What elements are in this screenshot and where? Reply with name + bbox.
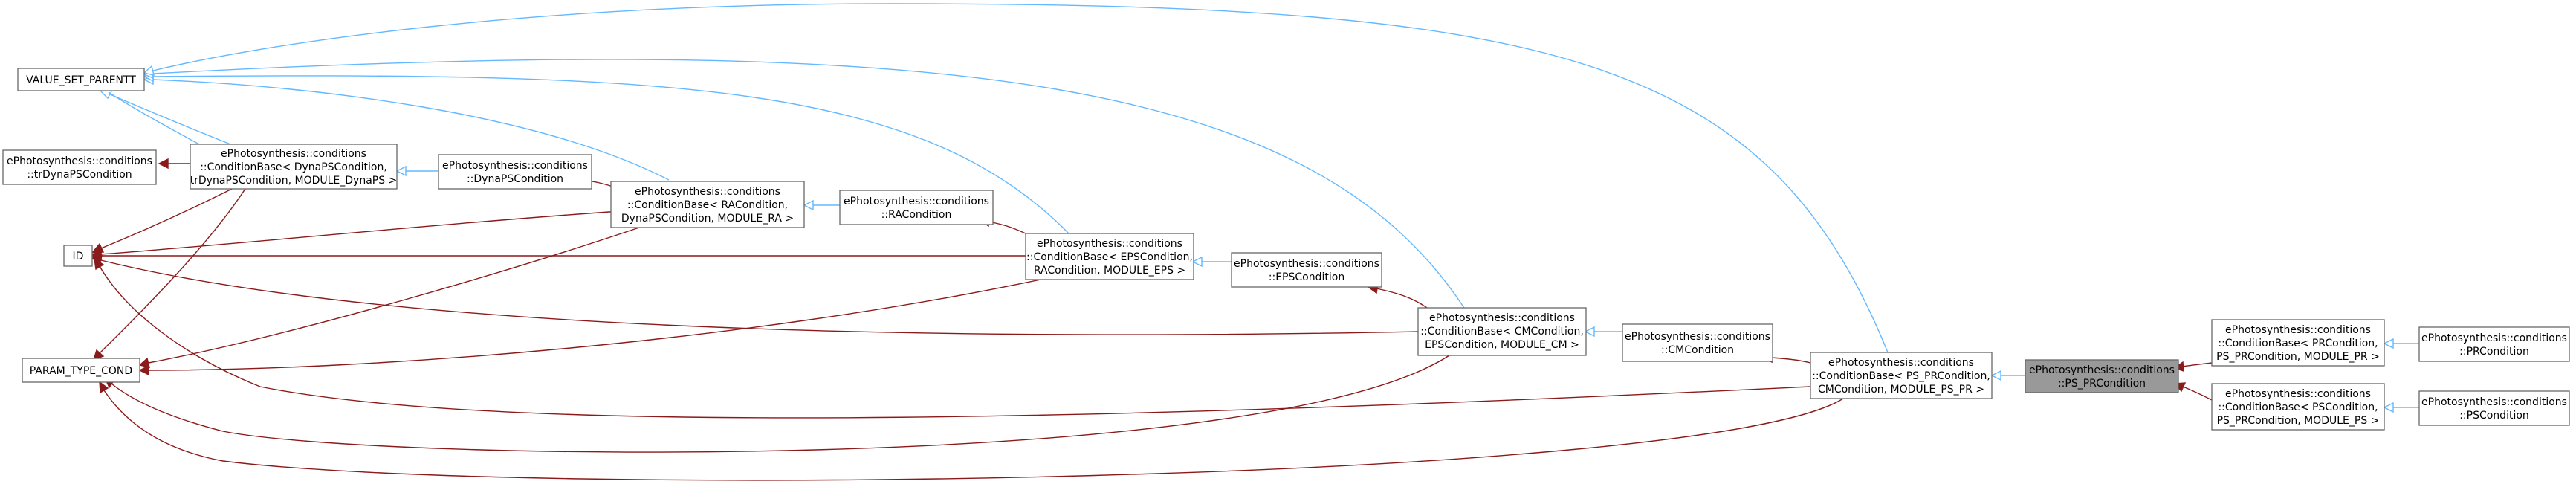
edge-condbase-dynaps-to-id — [91, 188, 233, 254]
node-cm-condition[interactable]: ePhotosynthesis::conditions ::CMConditio… — [1622, 323, 1773, 362]
node-value-set-parentt[interactable]: VALUE_SET_PARENTT — [17, 68, 145, 91]
node-label: ::ConditionBase< PSCondition, — [2218, 402, 2378, 413]
node-ra-condition[interactable]: ePhotosynthesis::conditions ::RAConditio… — [839, 190, 994, 225]
node-label: ePhotosynthesis::conditions — [1828, 357, 1974, 369]
node-label: ePhotosynthesis::conditions — [221, 148, 366, 160]
node-pr-condition[interactable]: ePhotosynthesis::conditions ::PRConditio… — [2418, 326, 2570, 362]
node-label: ePhotosynthesis::conditions — [2225, 324, 2371, 336]
edge-condbase-dynaps-to-param-type-cond — [92, 188, 246, 361]
node-tr-dyna-ps-condition[interactable]: ePhotosynthesis::conditions ::trDynaPSCo… — [2, 149, 157, 185]
node-eps-condition[interactable]: ePhotosynthesis::conditions ::EPSConditi… — [1231, 252, 1382, 288]
edge-condbase-pr-to-ps-pr-condition — [2173, 361, 2213, 372]
edge-cm-condition-to-condbase-cm — [1584, 326, 1622, 338]
node-label: ePhotosynthesis::conditions — [2421, 332, 2567, 344]
edge-pr-condition-to-condbase-pr — [2383, 338, 2419, 349]
node-label: ::RACondition — [881, 209, 952, 221]
node-label: ePhotosynthesis::conditions — [844, 196, 989, 207]
edge-ps-condition-to-condbase-ps — [2383, 402, 2419, 413]
node-label: ID — [73, 251, 84, 262]
node-label: CMCondition, MODULE_PS_PR > — [1818, 384, 1984, 396]
node-label: ::ConditionBase< EPSCondition, — [1026, 251, 1193, 263]
node-label: ePhotosynthesis::conditions — [7, 155, 152, 167]
node-label: EPSCondition, MODULE_CM > — [1425, 339, 1579, 351]
node-label: ePhotosynthesis::conditions — [1429, 312, 1575, 324]
node-label: ::PSCondition — [2459, 410, 2529, 422]
edge-condbase-ps-pr-to-param-type-cond — [99, 381, 1844, 481]
node-label: ePhotosynthesis::conditions — [635, 186, 780, 198]
edge-condbase-eps-to-id — [91, 250, 1026, 262]
edge-condbase-ps-pr-to-value-set-parentt — [143, 3, 1889, 353]
node-label: ePhotosynthesis::conditions — [1625, 331, 1770, 343]
edge-condbase-cm-to-id — [91, 255, 1419, 335]
node-condbase-pr[interactable]: ePhotosynthesis::conditions ::ConditionB… — [2211, 319, 2385, 367]
node-label: ::PRCondition — [2459, 346, 2529, 358]
node-ps-pr-condition[interactable]: ePhotosynthesis::conditions ::PS_PRCondi… — [2025, 359, 2179, 393]
edge-condbase-cm-to-eps-condition — [1367, 283, 1428, 309]
edge-eps-condition-to-condbase-eps — [1191, 256, 1232, 268]
node-label: ::ConditionBase< PRCondition, — [2218, 338, 2378, 349]
node-label: VALUE_SET_PARENTT — [26, 74, 136, 86]
node-condbase-ps[interactable]: ePhotosynthesis::conditions ::ConditionB… — [2211, 383, 2385, 431]
node-label: ePhotosynthesis::conditions — [2421, 396, 2567, 408]
node-label: ::ConditionBase< PS_PRCondition, — [1812, 370, 1990, 382]
node-label: ::ConditionBase< DynaPSCondition, — [200, 161, 387, 173]
edge-condbase-dynaps-to-value-set-parentt — [98, 89, 231, 145]
node-label: ::DynaPSCondition — [467, 173, 563, 185]
node-label: PS_PRCondition, MODULE_PR > — [2216, 351, 2380, 363]
node-condbase-cm[interactable]: ePhotosynthesis::conditions ::ConditionB… — [1417, 307, 1587, 356]
node-condbase-ps-pr[interactable]: ePhotosynthesis::conditions ::ConditionB… — [1810, 352, 1993, 399]
edge-condbase-ra-to-param-type-cond — [138, 227, 640, 368]
node-label: DynaPSCondition, MODULE_RA > — [621, 213, 794, 225]
node-label: ePhotosynthesis::conditions — [1037, 238, 1182, 250]
node-label: ePhotosynthesis::conditions — [2029, 364, 2175, 376]
node-label: ePhotosynthesis::conditions — [1234, 258, 1379, 270]
node-condbase-ra[interactable]: ePhotosynthesis::conditions ::ConditionB… — [610, 181, 805, 228]
edge-condbase-eps-to-param-type-cond — [138, 279, 1041, 376]
node-label: PS_PRCondition, MODULE_PS > — [2217, 415, 2380, 427]
edge-condbase-dynaps-vsp-diagonal — [108, 91, 200, 145]
edge-condbase-ps-to-ps-pr-condition — [2173, 382, 2213, 401]
edge-tr-dyna-ps-to-condbase-dynaps — [158, 158, 193, 170]
node-label: ::ConditionBase< RACondition, — [627, 199, 788, 211]
node-label: PARAM_TYPE_COND — [30, 365, 132, 377]
node-ps-condition[interactable]: ePhotosynthesis::conditions ::PSConditio… — [2418, 390, 2570, 426]
node-label: ::PS_PRCondition — [2058, 378, 2146, 390]
node-label: ePhotosynthesis::conditions — [2225, 388, 2371, 400]
edge-dyna-ps-condition-to-condbase-dynaps — [395, 165, 438, 177]
node-id[interactable]: ID — [63, 245, 93, 267]
edge-condbase-cm-to-param-type-cond — [103, 355, 1450, 453]
node-label: ::CMCondition — [1661, 344, 1734, 356]
node-dyna-ps-condition[interactable]: ePhotosynthesis::conditions ::DynaPSCond… — [438, 154, 592, 190]
node-label: RACondition, MODULE_EPS > — [1034, 265, 1185, 277]
node-label: ::ConditionBase< CMCondition, — [1420, 326, 1584, 338]
node-label: trDynaPSCondition, MODULE_DynaPS > — [190, 175, 398, 187]
edge-condbase-ps-pr-to-id — [94, 257, 1811, 419]
edge-condbase-ra-to-id — [91, 210, 621, 261]
node-param-type-cond[interactable]: PARAM_TYPE_COND — [22, 358, 140, 383]
node-condbase-dynaps[interactable]: ePhotosynthesis::conditions ::ConditionB… — [190, 144, 398, 190]
edge-ra-condition-to-condbase-ra — [803, 199, 840, 211]
node-condbase-eps[interactable]: ePhotosynthesis::conditions ::ConditionB… — [1025, 233, 1194, 280]
node-label: ::trDynaPSCondition — [27, 169, 132, 181]
node-label: ::EPSCondition — [1269, 271, 1344, 283]
edge-ps-pr-condition-to-condbase-ps-pr — [1990, 370, 2025, 381]
node-label: ePhotosynthesis::conditions — [442, 160, 588, 172]
